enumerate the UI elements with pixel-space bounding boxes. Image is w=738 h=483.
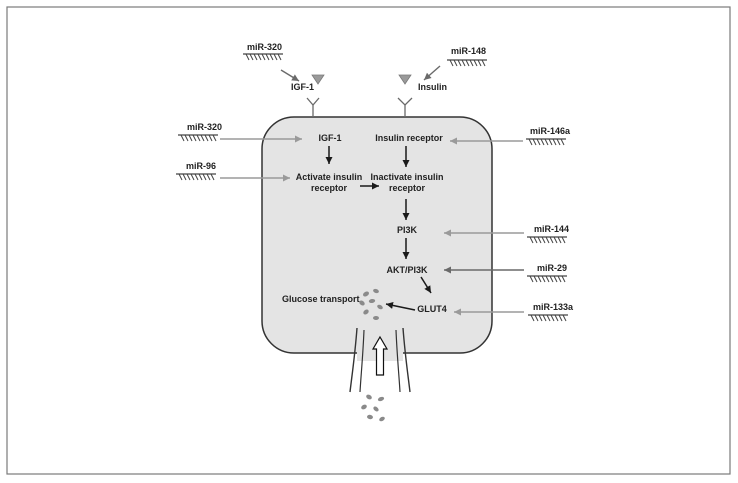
glut4-to-glucose-arrow [385,301,416,311]
mir148-label: miR-148 [451,46,486,56]
glucose-particle [359,300,365,306]
mirna-coil-icon [526,138,566,146]
igf1-receptor-icon [306,97,320,117]
igf1-ligand-label: IGF-1 [291,82,314,92]
igf1-node: IGF-1 [318,133,341,143]
mirna-coil-icon [178,134,218,142]
glucose-transport-label: Glucose transport [282,294,360,304]
figure-border [6,6,731,475]
mirna-coil-icon [176,173,216,181]
mirna-coil-icon [527,275,567,283]
glucose-particle [367,414,373,420]
glucose-particle [379,416,385,422]
akt-to-glut4-arrow [420,276,432,294]
mir29-label: miR-29 [537,263,567,273]
glucose-particles [359,288,385,422]
mirna-coil-icon [527,236,567,244]
glucose-particle [377,304,383,310]
mir148-to-insulin-arrow [423,65,441,81]
glucose-particle [377,396,385,402]
mirna-coil-icon [528,314,568,322]
glucose-particle [373,316,379,320]
glucose-particle [373,406,379,412]
arrows [220,65,524,316]
upward-hollow-arrow [371,335,389,376]
mir146a-label: miR-146a [530,126,571,136]
igf1-ligand-icon [311,74,325,85]
mirna-coil-icon [447,59,487,67]
insulin-ligand-icon [398,74,412,85]
pi3k-node: PI3K [397,225,418,235]
mir320-top-label: miR-320 [247,42,282,52]
activate-receptor-node-line2: receptor [311,183,348,193]
inactivate-receptor-node-line1: Inactivate insulin [370,172,443,182]
inactivate-receptor-node-line2: receptor [389,183,426,193]
glucose-particle [363,309,369,315]
glucose-particle [366,394,372,400]
mir320-to-igf1-arrow [280,69,300,82]
akt-pi3k-node: AKT/PI3K [386,265,428,275]
mir320-left-label: miR-320 [187,122,222,132]
glut4-node: GLUT4 [417,304,447,314]
insulin-receptor-node: Insulin receptor [375,133,443,143]
mir96-label: miR-96 [186,161,216,171]
mirna-coil-icon [243,53,283,61]
insulin-receptor-icon [397,97,413,117]
activate-receptor-node-line1: Activate insulin [296,172,363,182]
mir133a-label: miR-133a [533,302,574,312]
glucose-particle [363,291,369,297]
mir144-label: miR-144 [534,224,569,234]
glucose-particle [368,298,376,304]
insulin-ligand-label: Insulin [418,82,447,92]
glucose-particle [373,288,379,294]
glucose-particle [361,404,367,410]
